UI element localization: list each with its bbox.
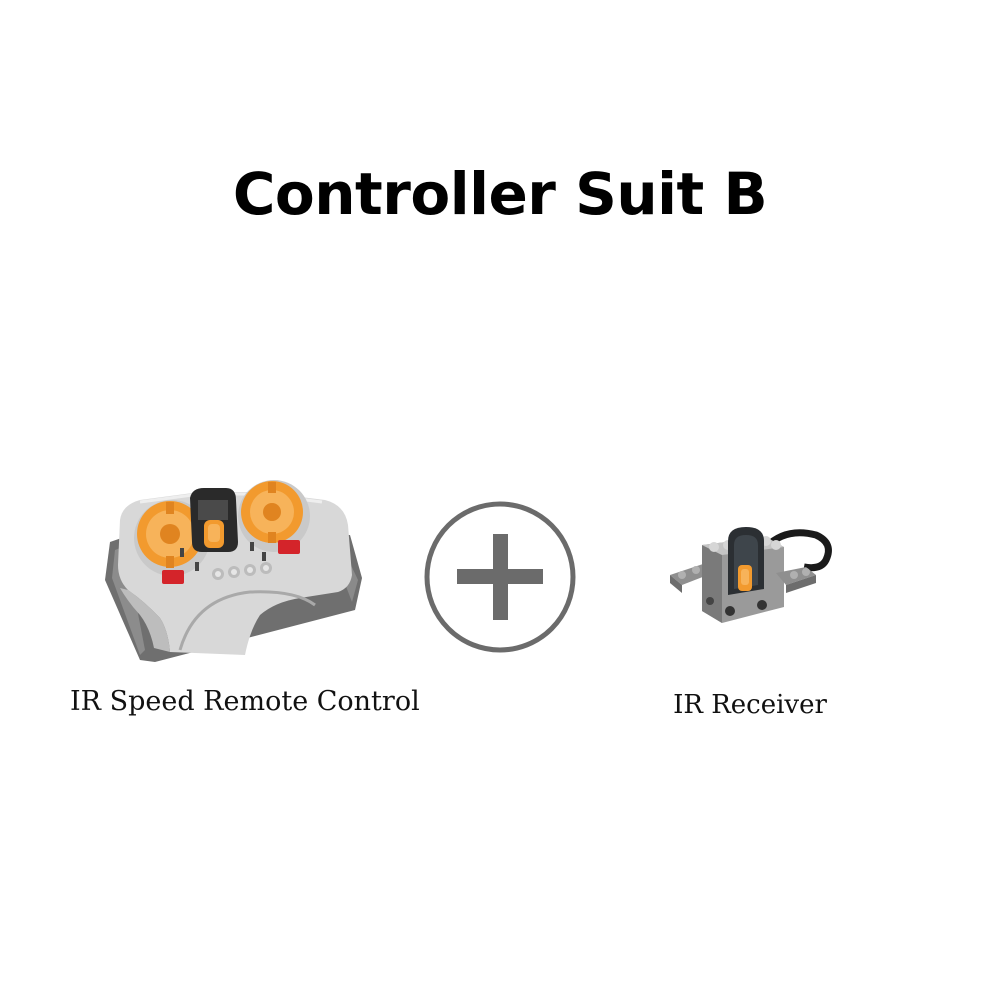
ir-speed-remote-icon bbox=[105, 480, 362, 662]
receiver-caption: IR Receiver bbox=[673, 690, 827, 720]
remote-caption: IR Speed Remote Control bbox=[70, 686, 420, 717]
page-title: Controller Suit B bbox=[232, 160, 768, 228]
plus-circle-icon bbox=[424, 501, 576, 653]
ir-receiver-icon bbox=[670, 527, 832, 623]
